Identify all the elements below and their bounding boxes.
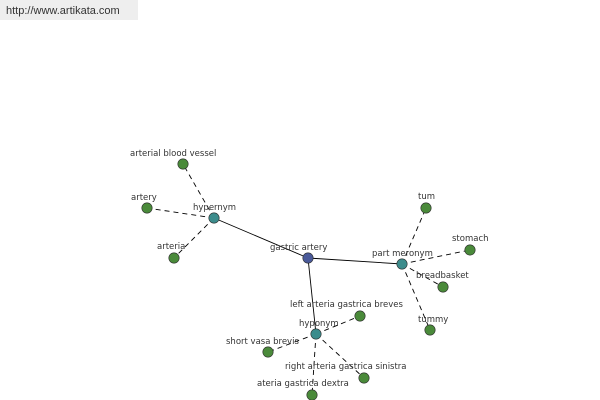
leaf-label: right arteria gastrica sinistra xyxy=(285,362,407,372)
leaf-label: tum xyxy=(418,192,435,202)
edge-hyponym-leaf xyxy=(315,315,361,335)
relation-node-hypernym[interactable] xyxy=(208,212,220,224)
leaf-label: breadbasket xyxy=(416,271,469,281)
leaf-node[interactable] xyxy=(177,158,189,170)
edge-meronym-leaf xyxy=(401,249,471,265)
edge-meronym-leaf xyxy=(401,207,427,265)
edge-center-meronym xyxy=(307,257,403,265)
relation-label-meronym: part meronym xyxy=(372,249,433,259)
edge-hyponym-leaf xyxy=(311,333,317,396)
leaf-node[interactable] xyxy=(354,310,366,322)
leaf-node[interactable] xyxy=(464,244,476,256)
leaf-label: arteria xyxy=(157,242,185,252)
edges-layer xyxy=(146,163,471,396)
labels-layer: arterial blood vessel artery arteria hypern… xyxy=(130,149,489,389)
leaf-node[interactable] xyxy=(358,372,370,384)
leaf-node[interactable] xyxy=(437,281,449,293)
edge-hypernym-leaf xyxy=(146,207,215,219)
nodes-layer xyxy=(141,158,476,400)
leaf-label: ateria gastrica dextra xyxy=(257,379,349,389)
leaf-label: artery xyxy=(131,193,157,203)
leaf-node[interactable] xyxy=(420,202,432,214)
leaf-label: arterial blood vessel xyxy=(130,149,216,159)
site-url[interactable]: http://www.artikata.com xyxy=(0,0,138,20)
edge-meronym-leaf xyxy=(401,263,444,288)
relation-label-hyponym: hyponym xyxy=(299,319,339,329)
edge-hypernym-leaf xyxy=(182,163,215,219)
relation-node-hyponym[interactable] xyxy=(310,328,322,340)
leaf-node[interactable] xyxy=(141,202,153,214)
edge-hyponym-leaf xyxy=(315,333,365,379)
edge-hypernym-leaf xyxy=(173,217,215,259)
leaf-node[interactable] xyxy=(168,252,180,264)
leaf-label: short vasa brevis xyxy=(226,337,299,347)
relation-node-meronym[interactable] xyxy=(396,258,408,270)
relation-label-hypernym: hypernym xyxy=(193,203,236,213)
edge-meronym-leaf xyxy=(401,263,431,331)
leaf-label: tummy xyxy=(418,315,448,325)
leaf-node[interactable] xyxy=(306,389,318,400)
leaf-node[interactable] xyxy=(424,324,436,336)
leaf-label: left arteria gastrica breves xyxy=(290,300,403,310)
edge-center-hypernym xyxy=(213,217,309,259)
center-label: gastric artery xyxy=(270,243,327,253)
leaf-label: stomach xyxy=(452,234,489,244)
edge-center-hyponym xyxy=(307,257,317,335)
center-node[interactable] xyxy=(302,252,314,264)
leaf-node[interactable] xyxy=(262,346,274,358)
